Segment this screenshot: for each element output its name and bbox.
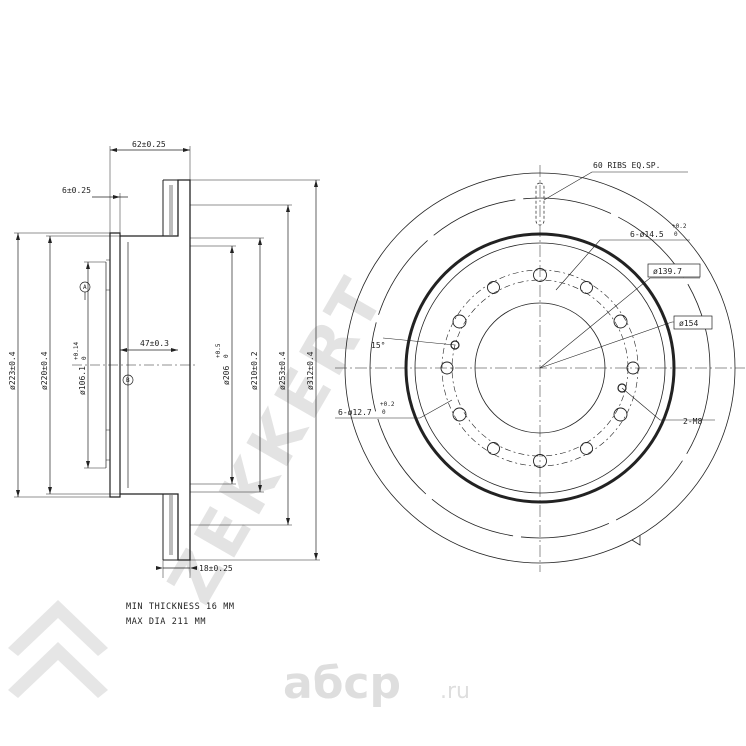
small-holes-tol: +0.2 xyxy=(380,401,395,408)
note-min-thickness: MIN THICKNESS 16 MM xyxy=(126,602,235,612)
bolt-holes-tol: +0.2 xyxy=(672,223,687,230)
site-logo: абср .ru xyxy=(283,658,470,709)
bolt-holes-label: 6-ø14.5 xyxy=(630,230,664,239)
watermark-brand: ZEKKERT xyxy=(155,263,402,616)
front-view xyxy=(335,165,745,572)
ribs-leader xyxy=(543,171,688,201)
bolt-hole xyxy=(580,442,593,455)
bolt-holes-tol2: 0 xyxy=(674,231,678,238)
dim-dia-220: ø220±0.4 xyxy=(40,351,49,390)
dim-rotor-thickness: 18±0.25 xyxy=(199,564,233,573)
section-marker xyxy=(631,535,641,546)
pcd-2-label: ø154 xyxy=(679,319,698,328)
dimension-boxes xyxy=(647,263,713,330)
threads-leader xyxy=(621,387,715,421)
site-logo-tld: .ru xyxy=(440,679,470,704)
dim-dia-206-tol2: 0 xyxy=(223,354,230,358)
datum-b-circle xyxy=(122,374,134,386)
hat-flange xyxy=(109,232,121,498)
hatch-marks xyxy=(106,259,110,461)
brand-watermark: ZEKKERT xyxy=(8,263,401,698)
extension-lines xyxy=(14,179,320,561)
dim-width-overall: 62±0.25 xyxy=(132,140,166,149)
bolt-hole xyxy=(440,361,454,375)
bolt-hole xyxy=(580,281,593,294)
dim-dia-106-tol: +0.14 xyxy=(73,342,80,360)
ribs-label: 60 RIBS EQ.SP. xyxy=(593,161,660,170)
dim-dia-312: ø312±0.4 xyxy=(306,351,315,390)
site-logo-main: абср xyxy=(283,658,401,709)
dim-dia-206-tol: +0.5 xyxy=(215,343,222,358)
datum-b-label: B xyxy=(126,377,130,384)
hole-pattern xyxy=(440,268,640,468)
angle-label: 15° xyxy=(371,341,385,350)
dim-dia-106: ø106.1 xyxy=(78,366,87,395)
bolt-hole xyxy=(533,268,547,282)
dim-dia-210: ø210±0.2 xyxy=(250,351,259,390)
hat-profile xyxy=(120,179,191,561)
datum-a-label: A xyxy=(83,284,87,291)
dim-hat-depth: 47±0.3 xyxy=(140,339,169,348)
threaded-hole xyxy=(617,383,627,393)
side-view xyxy=(14,146,320,578)
dim-dia-253: ø253±0.4 xyxy=(278,351,287,390)
pcd1-box xyxy=(647,263,701,278)
dim-dia-206: ø206 xyxy=(222,366,231,385)
small-holes-label: 6-ø12.7 xyxy=(338,408,372,417)
pcd2-box xyxy=(673,315,713,330)
pcd1-leader xyxy=(539,277,700,369)
bolt-hole xyxy=(613,314,628,329)
bolt-hole xyxy=(487,442,500,455)
note-max-dia: MAX DIA 211 MM xyxy=(126,617,206,627)
bolt-hole xyxy=(533,454,547,468)
small-holes-leader xyxy=(335,399,453,419)
arrowheads xyxy=(16,148,318,570)
rib-slot xyxy=(535,182,545,226)
threaded-hole xyxy=(450,340,460,350)
dim-dia-106-tol2: 0 xyxy=(81,356,88,360)
dim-dia-223: ø223±0.4 xyxy=(8,351,17,390)
bolt-hole xyxy=(613,407,628,422)
pcd-1-label: ø139.7 xyxy=(653,267,682,276)
chevron-icon-2 xyxy=(8,642,108,698)
rotor-edges xyxy=(163,179,178,561)
bolt-hole xyxy=(487,281,500,294)
threads-label: 2-M8 xyxy=(683,417,702,426)
bolt-hole xyxy=(626,361,640,375)
bolt-holes-leader xyxy=(555,239,690,291)
vent-slots xyxy=(169,185,173,555)
bolt-hole xyxy=(452,407,467,422)
angle-leader xyxy=(382,337,456,346)
dim-hat-wall: 6±0.25 xyxy=(62,186,91,195)
bolt-hole xyxy=(452,314,467,329)
chevron-icon xyxy=(8,600,108,656)
small-holes-tol2: 0 xyxy=(382,409,386,416)
